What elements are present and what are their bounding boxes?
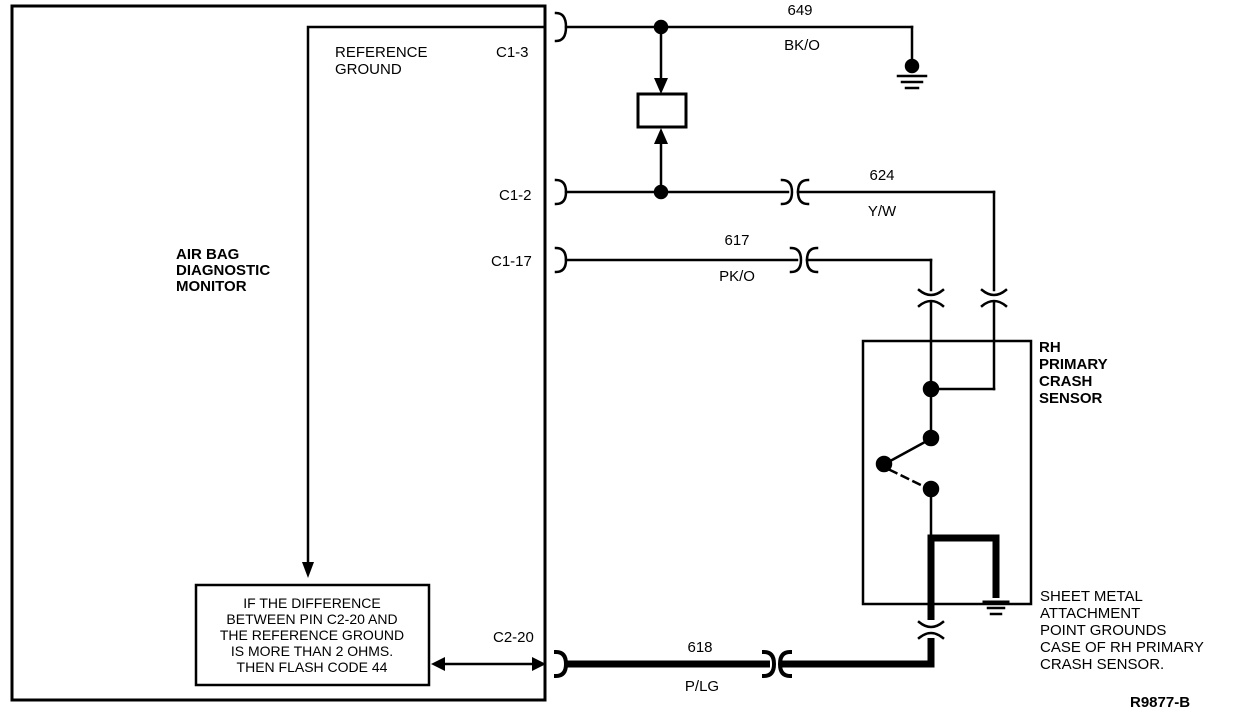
- sensor-contact-upper: [922, 429, 940, 447]
- wire-649-color: BK/O: [784, 37, 820, 54]
- ground-note-line-5: CRASH SENSOR.: [1040, 656, 1164, 673]
- component-upper-arrow: [654, 78, 668, 94]
- note-line-5: THEN FLASH CODE 44: [237, 659, 388, 675]
- component-body: [636, 92, 688, 129]
- sensor-connector-624-top: [980, 288, 1008, 297]
- ground-note-line-4: CASE OF RH PRIMARY: [1040, 639, 1204, 656]
- reference-ground-label-line-1: REFERENCE: [335, 44, 428, 61]
- pin-label-c1-2: C1-2: [499, 187, 532, 204]
- inline-connector-618-left: [761, 649, 777, 679]
- connector-c1-2: [554, 178, 568, 206]
- pin-label-c2-20: C2-20: [493, 629, 534, 646]
- reference-ground-label-line-2: GROUND: [335, 61, 402, 78]
- sensor-title-line-1: RH: [1039, 339, 1061, 356]
- sensor-title-line-2: PRIMARY: [1039, 356, 1108, 373]
- monitor-title-line-3: MONITOR: [176, 278, 247, 295]
- sensor-contact-pivot: [875, 455, 893, 473]
- wire-624-color: Y/W: [868, 203, 897, 220]
- crash-sensor-box: [861, 339, 1033, 606]
- inline-connector-617-left: [789, 246, 803, 274]
- wire-618-b: [780, 638, 935, 668]
- connector-c2-20: [553, 649, 569, 679]
- reference-ground-line: [306, 25, 547, 574]
- sensor-connector-618-top: [917, 620, 945, 629]
- ground-649-dot: [904, 58, 920, 74]
- sensor-connector-617-top: [917, 288, 945, 297]
- reference-ground-arrow: [302, 562, 314, 578]
- diagnostic-monitor-box: [10, 4, 547, 702]
- sensor-connector-618-bottom: [917, 631, 945, 640]
- note-line-4: IS MORE THAN 2 OHMS.: [231, 643, 393, 659]
- note-arrow-left: [431, 657, 445, 671]
- connector-c1-3: [554, 11, 568, 43]
- inline-connector-624-left: [780, 178, 794, 206]
- note-line-3: THE REFERENCE GROUND: [220, 627, 404, 643]
- ground-note-line-3: POINT GROUNDS: [1040, 622, 1166, 639]
- wire-618-circuit: 618: [687, 639, 712, 656]
- wire-624-circuit: 624: [869, 167, 894, 184]
- note-line-2: BETWEEN PIN C2-20 AND: [226, 611, 397, 627]
- monitor-title-line-2: DIAGNOSTIC: [176, 262, 270, 279]
- component-lower-arrow: [654, 128, 668, 144]
- wire-649-circuit: 649: [787, 2, 812, 19]
- wire-618-color: P/LG: [685, 678, 719, 695]
- sensor-title-line-4: SENSOR: [1039, 390, 1103, 407]
- note-line-1: IF THE DIFFERENCE: [243, 595, 380, 611]
- sensor-switch-arm: [890, 440, 927, 462]
- monitor-title-line-1: AIR BAG: [176, 246, 239, 263]
- ground-note-line-1: SHEET METAL: [1040, 588, 1143, 605]
- wire-617-circuit: 617: [724, 232, 749, 249]
- note-box: [194, 583, 431, 687]
- note-arrow-right: [532, 657, 546, 671]
- pin-label-c1-3: C1-3: [496, 44, 529, 61]
- sensor-switch-dashed: [888, 468, 927, 489]
- pin-label-c1-17: C1-17: [491, 253, 532, 270]
- wire-617-color: PK/O: [719, 268, 755, 285]
- connector-c1-17: [554, 246, 568, 274]
- ground-note-line-2: ATTACHMENT: [1040, 605, 1140, 622]
- sensor-ground-path: [927, 534, 1000, 620]
- figure-reference: R9877-B: [1130, 694, 1190, 711]
- sensor-title-line-3: CRASH: [1039, 373, 1092, 390]
